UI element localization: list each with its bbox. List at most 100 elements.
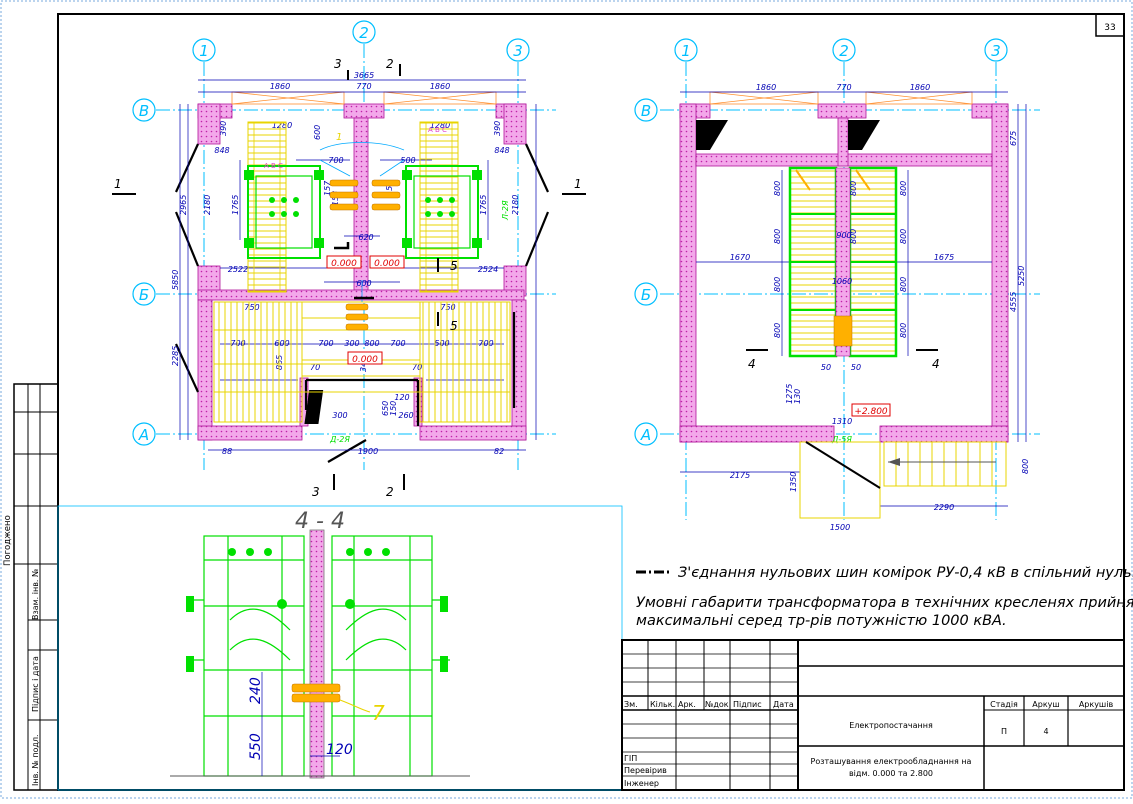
stamp-title-1: Розташування електрообладнання на	[811, 757, 972, 766]
plan2-walls	[679, 103, 1009, 443]
level-2800: +2.800	[854, 407, 888, 417]
p2-axis-v-label: В	[641, 102, 651, 120]
p1-dim-aj: 650	[381, 401, 390, 416]
item-7-leader	[339, 699, 371, 713]
room-label-d5: Д-5Я	[831, 435, 852, 444]
level-2800-box	[851, 403, 891, 417]
plan2-door-swing	[805, 441, 881, 489]
cut-2-bottom: 2	[386, 485, 394, 499]
p1-dim-y: 800	[364, 339, 379, 348]
title-block	[621, 639, 1125, 791]
p1-dim-q: 2522	[228, 265, 248, 274]
phase-labels-left: A B C	[264, 162, 283, 170]
p2-dim-aa: 900	[836, 231, 851, 240]
cut-1-left: 1	[114, 177, 122, 191]
p1-overall-dim: 3665	[354, 71, 374, 80]
plan2-window-vents	[709, 91, 973, 105]
p2-axis-3-label: 3	[991, 42, 1001, 60]
p1-dim-ae: 70	[310, 363, 320, 372]
role-engineer: Інженер	[624, 779, 659, 788]
stamp-title-2: відм. 0.000 та 2.800	[849, 769, 933, 778]
stamp-col-1: Зм.	[624, 700, 638, 709]
p1-dim-n: 2965	[179, 195, 188, 215]
side-stamp: Погоджено Взам. інв. № Підпис і дата Інв…	[3, 383, 59, 791]
cut-4-a: 4	[748, 357, 756, 371]
stamp-sheet-label: Аркуш	[1032, 700, 1059, 709]
section-dim-120: 120	[326, 742, 353, 758]
p2-dim-x: 1500	[830, 523, 850, 532]
p1-top-dim-2: 770	[356, 82, 371, 91]
p2-axis-b-label: Б	[641, 286, 651, 304]
note-2b: максимальні серед тр-рів потужністю 1000…	[636, 613, 1007, 629]
role-checker: Перевірив	[624, 766, 667, 775]
cut-3-bottom: 3	[312, 485, 320, 499]
plan1-walls	[197, 103, 527, 441]
p1-dim-ao: 600	[356, 279, 371, 288]
stamp-col-5: Підпис	[733, 700, 762, 709]
p2-dim-u: 1310	[832, 417, 852, 426]
p1-dim-as: 155	[385, 181, 394, 196]
p1-top-dim-3: 1860	[430, 82, 450, 91]
agreed-label: Погоджено	[3, 515, 13, 566]
door-block-1	[304, 390, 324, 424]
cut-2-top: 2	[386, 57, 394, 71]
note-2a: Умовні габарити трансформатора в технічн…	[636, 595, 1133, 611]
p1-dim-i: 600	[313, 125, 322, 140]
p2-dim-s: 1275	[785, 384, 794, 404]
p1-dim-af: 70	[412, 363, 422, 372]
p1-top-dim-1: 1860	[270, 82, 290, 91]
p2-dim-n: 800	[899, 323, 908, 338]
sheet-number-box	[1095, 13, 1125, 37]
axis-b-label: Б	[139, 286, 149, 304]
p1-dim-x: 300	[344, 339, 359, 348]
plan1-level-markers: 0.000 0.000 0.000	[326, 255, 405, 365]
p1-dim-o: 5850	[171, 270, 180, 290]
stair-arrowhead	[888, 458, 900, 466]
p2-dim-r: 50	[851, 363, 861, 372]
p2-dim-z: 800	[1021, 459, 1030, 474]
stamp-col-2: Кільк.	[650, 700, 675, 709]
note-1: З'єднання нульових шин комірок РУ-0,4 кВ…	[678, 565, 1133, 581]
axis-1-label: 1	[199, 42, 209, 60]
plan1-busbars	[213, 121, 511, 423]
p2-dim-b: 5250	[1017, 266, 1026, 286]
p1-dim-am: 82	[494, 447, 504, 456]
plan2-switchgear	[788, 166, 898, 358]
plan1-transformer-left	[244, 165, 324, 259]
cut-3-top: 3	[334, 57, 342, 71]
axis-3-label: 3	[513, 42, 523, 60]
p2-dim-p: 800	[849, 229, 858, 244]
p1-dim-h: 390	[493, 121, 502, 136]
stamp-col-3: Арк.	[678, 700, 696, 709]
p2-top-dim-3: 1860	[910, 83, 930, 92]
cut-1-right: 1	[574, 177, 582, 191]
level-0-b: 0.000	[374, 259, 400, 269]
stamp-col-6: Дата	[773, 700, 794, 709]
p1-dim-p: 2285	[171, 346, 180, 366]
room-label-l2: Л-2Я	[501, 200, 510, 221]
p1-dim-r: 2524	[478, 265, 498, 274]
p1-dim-ah: 260	[398, 411, 413, 420]
plan2-axis-markers	[634, 38, 1008, 446]
p1-dim-ak: 150	[389, 401, 398, 416]
p2-top-dim-1: 1860	[756, 83, 776, 92]
p2-dim-f: 1060	[832, 277, 852, 286]
plan1-transformer-right	[402, 165, 482, 259]
phase-labels-right: A B C	[428, 126, 447, 134]
role-gip: ГІП	[624, 754, 637, 763]
p2-axis-2-label: 2	[839, 42, 849, 60]
notes: З'єднання нульових шин комірок РУ-0,4 кВ…	[636, 565, 1133, 629]
item-1-marker: 1	[336, 132, 342, 143]
stamp-stage: П	[1001, 727, 1007, 736]
section-dim-550: 550	[248, 733, 264, 760]
neutral-junction-marks	[334, 242, 374, 300]
p2-dim-e: 1675	[934, 253, 954, 262]
p1-dim-d: 848	[494, 146, 509, 155]
axis-v-label: В	[139, 102, 149, 120]
p2-dim-w: 1350	[789, 472, 798, 492]
p2-dim-m: 800	[899, 277, 908, 292]
p1-dim-c: 848	[214, 146, 229, 155]
p1-dim-an: 1900	[358, 447, 378, 456]
